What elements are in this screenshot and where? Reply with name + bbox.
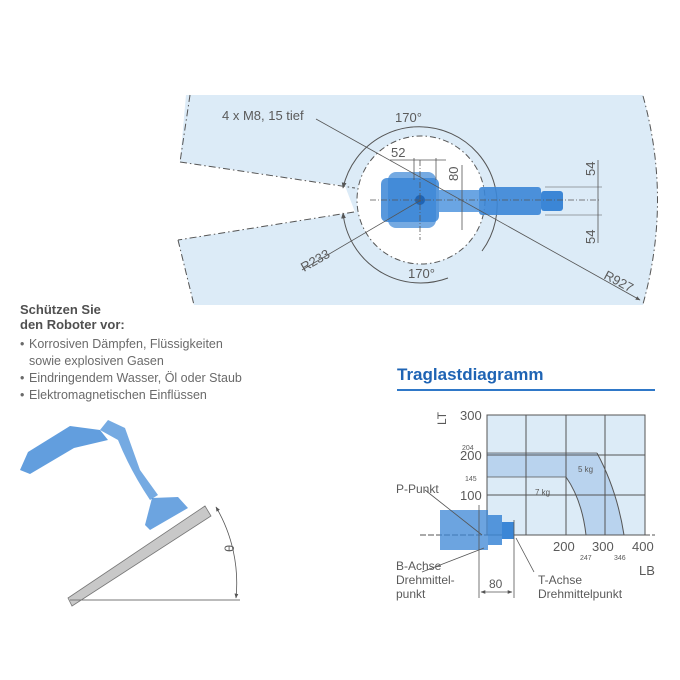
x-tick-200: 200: [553, 539, 575, 554]
y-axis-label: LT: [435, 411, 449, 425]
b-achse-label-3: punkt: [396, 587, 426, 601]
robot-top-silhouette: [381, 172, 563, 228]
y-tick-300: 300: [460, 408, 482, 423]
list-item-text: Korrosiven Dämpfen, Flüssigkeiten: [29, 337, 223, 351]
angle-bottom-label: 170°: [408, 266, 435, 281]
x-minor-247: 247: [580, 555, 592, 562]
list-item: Elektromagnetischen Einflüssen: [20, 387, 320, 404]
x-minor-346: 346: [614, 555, 626, 562]
protection-list: Korrosiven Dämpfen, Flüssigkeiten sowie …: [20, 336, 320, 404]
series-5kg-label: 5 kg: [578, 465, 593, 474]
load-chart: [420, 414, 655, 598]
tilt-mount-illustration: [20, 420, 240, 607]
dim-54-bottom-label: 54: [583, 230, 598, 244]
b-achse-label-2: Drehmittel-: [396, 573, 455, 587]
protection-title: Schützen Sie den Roboter vor:: [20, 302, 320, 332]
protection-notes: Schützen Sie den Roboter vor: Korrosiven…: [20, 302, 320, 404]
list-item-text-cont: sowie explosiven Gasen: [29, 354, 164, 368]
dim-54-top-label: 54: [583, 162, 598, 176]
y-tick-200: 200: [460, 448, 482, 463]
series-7kg-label: 7 kg: [535, 488, 550, 497]
y-minor-145: 145: [465, 476, 477, 483]
protection-title-line1: Schützen Sie: [20, 302, 101, 317]
list-item-text: Elektromagnetischen Einflüssen: [29, 388, 207, 402]
list-item-text: Eindringendem Wasser, Öl oder Staub: [29, 371, 242, 385]
title-divider: [397, 389, 655, 391]
t-achse-label-2: Drehmittelpunkt: [538, 587, 623, 601]
protection-title-line2: den Roboter vor:: [20, 317, 125, 332]
list-item: Korrosiven Dämpfen, Flüssigkeiten sowie …: [20, 336, 320, 370]
dim-52-label: 52: [391, 145, 405, 160]
b-achse-label: B-Achse: [396, 559, 442, 573]
dim-80-label: 80: [446, 167, 461, 181]
x-tick-400: 400: [632, 539, 654, 554]
y-minor-204: 204: [462, 445, 474, 452]
x-axis-label: LB: [639, 563, 655, 578]
thread-note-label: 4 x M8, 15 tief: [222, 108, 304, 123]
load-diagram-title: Traglastdiagramm: [397, 365, 544, 384]
dim-80-flange-label: 80: [489, 577, 503, 591]
p-punkt-label: P-Punkt: [396, 482, 439, 496]
y-tick-100: 100: [460, 488, 482, 503]
t-achse-label: T-Achse: [538, 573, 582, 587]
angle-top-label: 170°: [395, 110, 422, 125]
list-item: Eindringendem Wasser, Öl oder Staub: [20, 370, 320, 387]
x-tick-300: 300: [592, 539, 614, 554]
theta-label: θ: [222, 545, 237, 552]
